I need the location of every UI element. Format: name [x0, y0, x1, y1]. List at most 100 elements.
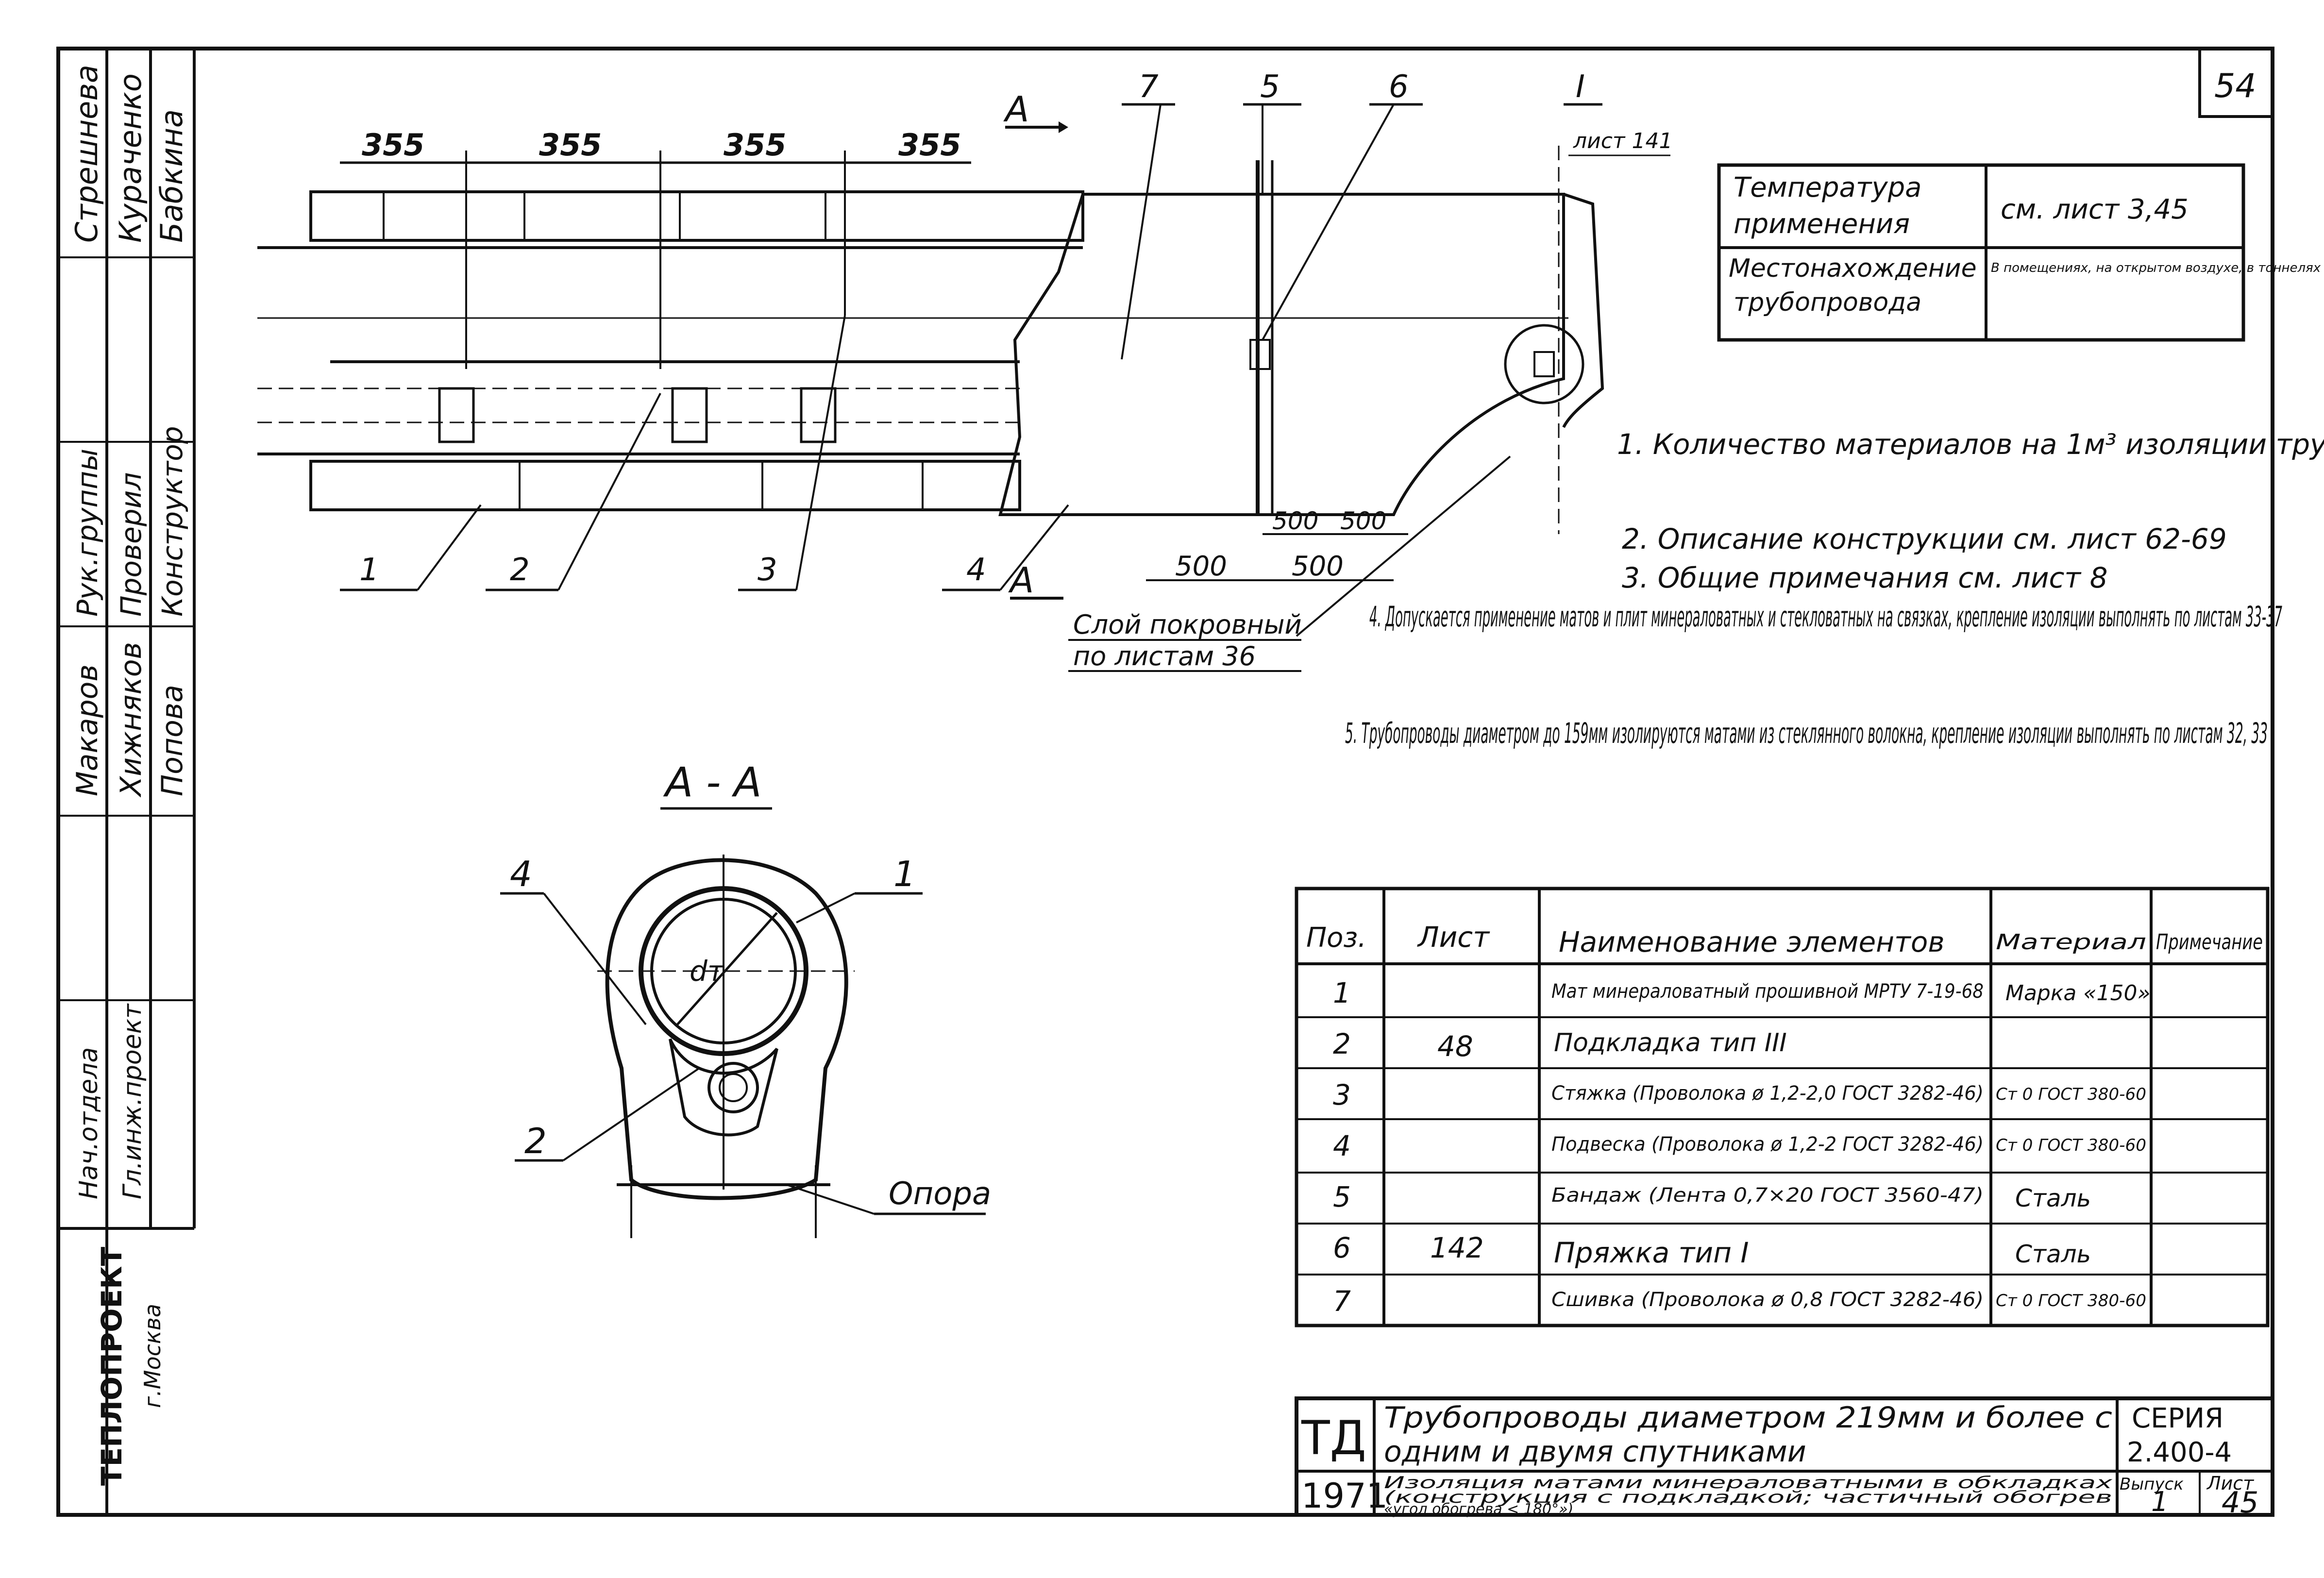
- position-label-6: 6: [1389, 69, 1409, 105]
- dimension-355-3: 355: [724, 127, 786, 163]
- signature-name-1: Попова: [155, 685, 189, 796]
- section-pos-4: 4: [510, 854, 532, 894]
- signature-name-streshneva: Стрешнева: [69, 65, 104, 243]
- series-number: 2.400-4: [2127, 1437, 2232, 1468]
- issue-number: 1: [2151, 1486, 2169, 1518]
- section-title: А - А: [663, 758, 762, 806]
- spec-row-2-sheet: 48: [1437, 1030, 1473, 1063]
- spec-row-7-pos: 7: [1333, 1285, 1351, 1318]
- series-label: СЕРИЯ: [2132, 1403, 2223, 1434]
- sheet-label: Лист: [2206, 1473, 2255, 1494]
- title-block: ТД 1971 Трубопроводы диаметром 219мм и б…: [1295, 1396, 2274, 1520]
- organization: ТЕПЛОПРОЕКТ: [95, 1246, 128, 1486]
- subtitle-line-3: «угол обогрева < 180°»): [1384, 1501, 1573, 1518]
- position-label-1: 1: [359, 552, 379, 588]
- sheet-number: 45: [2222, 1486, 2258, 1520]
- longitudinal-view: 355 355 355 355: [257, 69, 1673, 672]
- conditions-label-location: Местонахождение: [1729, 254, 1977, 283]
- cover-layer-note-1: Слой покровный: [1073, 609, 1302, 640]
- detail-ref: лист 141: [1573, 129, 1673, 153]
- dimension-500-1: 500: [1175, 551, 1227, 582]
- conditions-table: Температура применения см. лист 3,45 Мес…: [1717, 163, 2324, 342]
- section-view: А - А dт 4 1 2 Опора: [500, 758, 991, 1238]
- notes: 1. Количество материалов на 1м³ изоляции…: [1345, 428, 2324, 750]
- signature-role-2: Нач.отдела: [74, 1047, 103, 1199]
- spec-row-3-name: Стяжка (Проволока ø 1,2-2,0 ГОСТ 3282-46…: [1551, 1082, 1984, 1105]
- signature-name-3: Макаров: [70, 664, 104, 796]
- signature-name-babkina: Бабкина: [154, 109, 189, 243]
- spec-header-material: Материал: [1996, 930, 2146, 955]
- spec-row-3-material: Ст 0 ГОСТ 380-60: [1996, 1085, 2146, 1104]
- spec-header-pos: Поз.: [1306, 922, 1366, 954]
- subtitle-line-1: Изоляция матами минераловатными в обклад…: [1384, 1473, 2113, 1493]
- cover-layer-note-2: по листам 36: [1073, 641, 1256, 671]
- dimension-500-3: 500: [1272, 507, 1318, 535]
- signature-strip: Гл.инж.проект Нач.отдела Попова Хижняков…: [58, 49, 196, 1515]
- outer-frame: [56, 47, 2274, 1517]
- spec-row-6-name: Пряжка тип I: [1554, 1236, 1749, 1269]
- page-number-box: 54: [2198, 47, 2274, 118]
- dimension-355-4: 355: [898, 127, 961, 163]
- diameter-label: dт: [690, 955, 725, 988]
- dimension-355-1: 355: [362, 127, 424, 163]
- signature-role-group: Рук.группы: [71, 449, 104, 617]
- section-mark-top: А: [1003, 89, 1029, 130]
- note-2: 2. Описание конструкции см. лист 62-69: [1622, 522, 2227, 555]
- title-line-2: одним и двумя спутниками: [1384, 1435, 1806, 1469]
- spec-header-note: Примечание: [2156, 930, 2263, 955]
- note-4: 4. Допускается применение матов и плит м…: [1369, 600, 2282, 633]
- position-label-5: 5: [1260, 69, 1280, 105]
- position-label-3: 3: [758, 552, 777, 588]
- position-label-7: 7: [1139, 69, 1159, 105]
- subtitle-line-2: (конструкция с подкладкой; частичный обо…: [1384, 1488, 2112, 1507]
- section-pos-1: 1: [893, 854, 916, 894]
- note-3: 3. Общие примечания см. лист 8: [1622, 561, 2108, 594]
- spec-row-5-name: Бандаж (Лента 0,7×20 ГОСТ 3560-47): [1551, 1184, 1984, 1207]
- spec-row-7-material: Ст 0 ГОСТ 380-60: [1996, 1291, 2146, 1310]
- conditions-label-temp-2: применения: [1734, 208, 1910, 240]
- spec-row-1-material: Марка «150»: [2005, 981, 2151, 1006]
- title-year: 1971: [1301, 1476, 1388, 1516]
- dimension-355-2: 355: [539, 127, 602, 163]
- spec-header-name: Наименование элементов: [1559, 925, 1945, 958]
- dimension-500-2: 500: [1292, 551, 1344, 582]
- city: г.Москва: [139, 1304, 166, 1408]
- conditions-label-location-2: трубопровода: [1734, 288, 1921, 317]
- signature-name-2: Хижняков: [114, 642, 148, 798]
- note-5: 5. Трубопроводы диаметром до 159мм изоли…: [1345, 717, 2268, 750]
- signature-role-konstruktor: Конструктор: [156, 426, 189, 617]
- spec-row-6-sheet: 142: [1430, 1231, 1484, 1264]
- spec-row-1-pos: 1: [1333, 976, 1351, 1009]
- position-label-2: 2: [510, 552, 530, 588]
- conditions-value-location: В помещениях, на открытом воздухе, в тон…: [1991, 261, 2324, 275]
- issue-label: Выпуск: [2120, 1475, 2184, 1494]
- spec-header-sheet: Лист: [1417, 921, 1490, 954]
- spec-row-4-pos: 4: [1333, 1129, 1351, 1162]
- dimension-500-4: 500: [1340, 507, 1386, 535]
- signature-role-1: Гл.инж.проект: [118, 1003, 147, 1199]
- position-label-4: 4: [966, 552, 986, 588]
- spec-row-1-name: Мат минераловатный прошивной МРТУ 7-19-6…: [1551, 980, 1984, 1003]
- spec-row-3-pos: 3: [1333, 1078, 1351, 1111]
- spec-row-2-pos: 2: [1333, 1027, 1351, 1060]
- support-label: Опора: [889, 1176, 991, 1212]
- spec-row-2-name: Подкладка тип III: [1554, 1028, 1787, 1058]
- spec-row-6-material: Сталь: [2015, 1240, 2091, 1268]
- spec-row-7-name: Сшивка (Проволока ø 0,8 ГОСТ 3282-46): [1551, 1289, 1984, 1311]
- detail-mark: I: [1576, 69, 1585, 105]
- signature-role-proveril: Проверил: [115, 472, 148, 617]
- section-pos-2: 2: [524, 1121, 547, 1161]
- spec-table: Поз. Лист Наименование элементов Материа…: [1295, 887, 2270, 1327]
- spec-row-5-material: Сталь: [2015, 1184, 2091, 1212]
- spec-row-4-material: Ст 0 ГОСТ 380-60: [1996, 1136, 2146, 1155]
- spec-row-4-name: Подвеска (Проволока ø 1,2-2 ГОСТ 3282-46…: [1551, 1133, 1984, 1156]
- title-line-1: Трубопроводы диаметром 219мм и более с: [1384, 1401, 2112, 1435]
- conditions-label-temp: Температура: [1734, 172, 1921, 203]
- title-code: ТД: [1301, 1411, 1366, 1465]
- section-mark-bottom: А: [1008, 560, 1034, 601]
- spec-row-5-pos: 5: [1333, 1180, 1351, 1213]
- note-1: 1. Количество материалов на 1м³ изоляции…: [1617, 428, 2324, 461]
- spec-row-6-pos: 6: [1333, 1231, 1351, 1264]
- conditions-value-temp: см. лист 3,45: [2001, 194, 2189, 225]
